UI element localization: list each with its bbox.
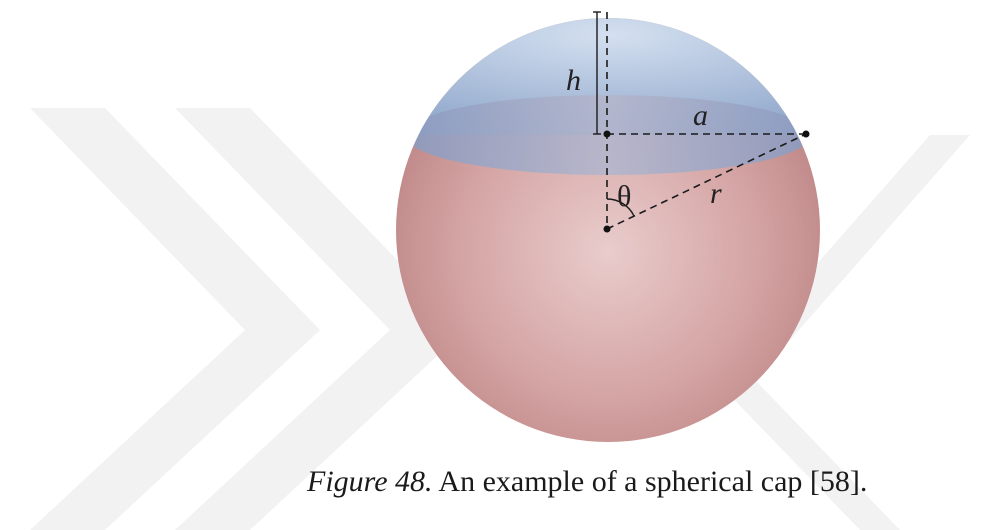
label-h: h xyxy=(566,64,581,97)
label-r: r xyxy=(710,177,722,210)
angle-arc xyxy=(606,198,635,217)
figure-number: Figure 48. xyxy=(307,465,433,498)
sphere-radius-line xyxy=(606,133,807,230)
caption-text: An example of a spherical cap [58]. xyxy=(438,465,868,498)
construction-lines xyxy=(606,12,807,230)
cap-center-point xyxy=(603,130,611,138)
label-a: a xyxy=(693,99,708,132)
label-theta: θ xyxy=(617,180,631,213)
watermark-chevrons xyxy=(30,108,970,530)
rim-point xyxy=(802,130,810,138)
sphere-center-point xyxy=(603,225,611,233)
figure-caption: Figure 48. An example of a spherical cap… xyxy=(307,464,947,500)
